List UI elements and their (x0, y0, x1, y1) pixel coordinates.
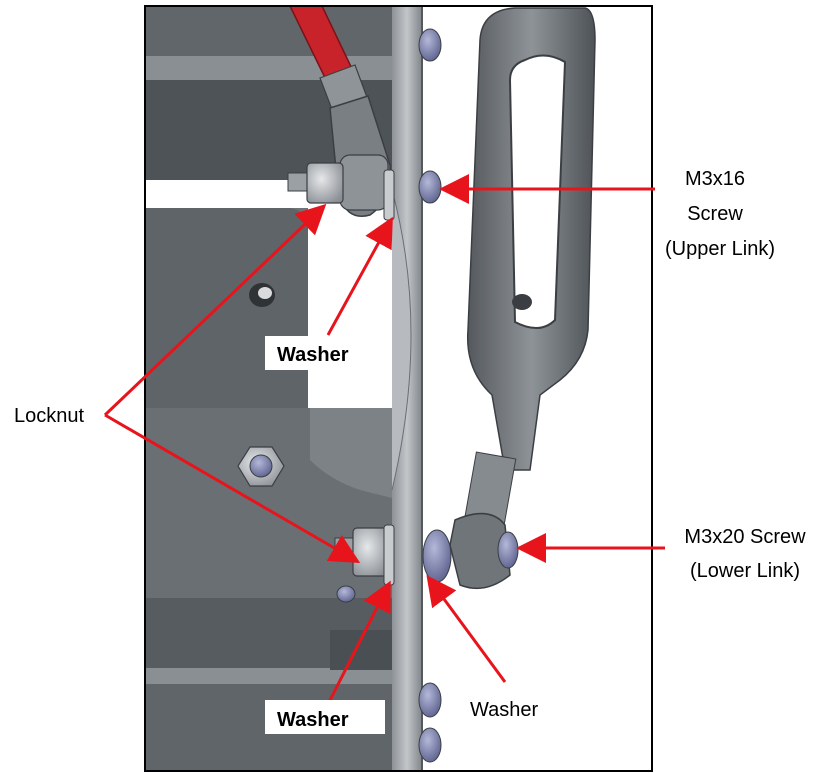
lower-washer-left (383, 524, 395, 586)
link-slot-hole (512, 294, 532, 310)
label-m3x16-line3: (Upper Link) (665, 238, 775, 260)
top-band (145, 6, 400, 56)
upper-locknut (306, 162, 344, 204)
image-frame (144, 5, 653, 772)
bottom-ledge (145, 668, 400, 684)
screw-head-bottom-1 (418, 682, 442, 718)
screw-head-upper-link (418, 170, 442, 204)
label-m3x20-line2: (Lower Link) (690, 560, 800, 582)
label-washer-upper: Washer (277, 344, 349, 366)
link-slot (508, 54, 567, 329)
washer-lower-right-box (462, 694, 562, 724)
arrow-washer-lower-left (323, 580, 391, 711)
center-bar-bulge (391, 189, 412, 491)
washer-lower-box (265, 700, 385, 734)
arrow-washer-lower-right (426, 575, 507, 683)
white-inset (308, 208, 400, 408)
plate-hex-nut-bolt (249, 454, 273, 478)
label-m3x20-line1: M3x20 Screw (684, 526, 806, 548)
screw-head-top (418, 28, 442, 62)
lower-rod-end (449, 512, 511, 590)
upper-rod-end-ball (339, 154, 389, 211)
fasteners (237, 28, 519, 763)
screw-head-lower-left (422, 529, 452, 583)
bracket-tab-hole (336, 585, 356, 603)
screw-head-bottom-2 (418, 727, 442, 763)
label-m3x16-line2: Screw (687, 203, 743, 225)
upper-washer (383, 169, 395, 221)
plate-hole-highlight (258, 287, 272, 299)
lower-bracket (310, 408, 400, 500)
label-locknut: Locknut (14, 405, 84, 427)
label-m3x16-line1: M3x16 (685, 168, 745, 190)
top-ledge (145, 56, 400, 80)
arrow-washer-upper (326, 216, 393, 336)
arrow-locknut-lower (104, 413, 361, 564)
upper-link-assembly (449, 7, 596, 590)
callout-arrows (103, 174, 665, 711)
bottom-step (330, 630, 400, 670)
labels: Locknut Washer Washer Washer M3x16 Screw… (14, 168, 806, 734)
screw-head-lower-link (497, 531, 519, 569)
upper-rod-assembly (288, 5, 391, 217)
label-washer-lower-right: Washer (470, 699, 539, 721)
arrow-locknut-upper (103, 203, 327, 417)
background-assembly (145, 6, 423, 771)
label-washer-lower-left: Washer (277, 709, 349, 731)
washer-upper-box (265, 336, 385, 370)
